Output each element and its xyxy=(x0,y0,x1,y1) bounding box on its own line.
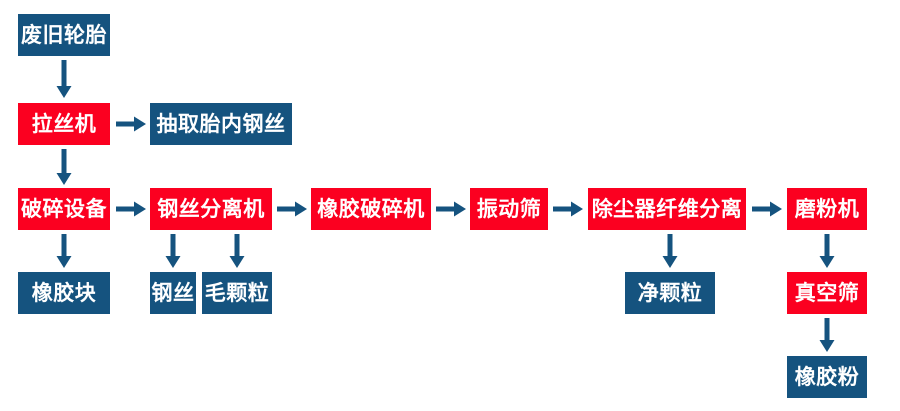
flow-node-n7[interactable]: 振动筛 xyxy=(470,188,548,230)
flow-node-label: 真空筛 xyxy=(794,280,860,305)
flow-node-label: 磨粉机 xyxy=(794,196,860,221)
flow-node-label: 橡胶粉 xyxy=(794,364,860,389)
arrow-down-icon xyxy=(227,234,247,268)
arrow-down-icon xyxy=(817,318,837,352)
arrow-down-icon xyxy=(163,234,183,268)
flow-node-n5[interactable]: 钢丝分离机 xyxy=(150,188,272,230)
flow-node-n10[interactable]: 橡胶块 xyxy=(18,272,110,314)
flow-node-label: 钢丝分离机 xyxy=(157,196,265,221)
arrow-right-icon xyxy=(116,114,146,134)
flow-node-n4[interactable]: 破碎设备 xyxy=(18,188,110,230)
flow-node-n1[interactable]: 废旧轮胎 xyxy=(18,14,110,56)
flow-node-n9[interactable]: 磨粉机 xyxy=(787,188,867,230)
arrow-right-icon xyxy=(752,199,782,219)
arrow-down-icon xyxy=(54,234,74,268)
arrow-down-icon xyxy=(660,234,680,268)
flow-node-label: 破碎设备 xyxy=(21,196,107,221)
flow-node-n15[interactable]: 橡胶粉 xyxy=(787,356,867,398)
flow-node-label: 振动筛 xyxy=(476,196,542,221)
flow-node-n11[interactable]: 钢丝 xyxy=(150,272,196,314)
flow-node-n13[interactable]: 净颗粒 xyxy=(625,272,715,314)
arrow-down-icon xyxy=(54,149,74,185)
arrow-down-icon xyxy=(817,234,837,268)
flow-node-n3[interactable]: 抽取胎内钢丝 xyxy=(150,103,292,145)
flow-node-n14[interactable]: 真空筛 xyxy=(787,272,867,314)
flow-node-label: 净颗粒 xyxy=(637,280,703,305)
flow-node-label: 钢丝 xyxy=(151,280,195,305)
flow-node-n2[interactable]: 拉丝机 xyxy=(18,103,110,145)
flow-node-n6[interactable]: 橡胶破碎机 xyxy=(311,188,431,230)
arrow-right-icon xyxy=(116,199,146,219)
arrow-down-icon xyxy=(54,60,74,98)
flow-node-label: 毛颗粒 xyxy=(204,280,270,305)
flow-node-label: 橡胶破碎机 xyxy=(317,196,425,221)
arrow-right-icon xyxy=(277,199,307,219)
flow-node-label: 橡胶块 xyxy=(31,280,97,305)
flow-node-n12[interactable]: 毛颗粒 xyxy=(202,272,272,314)
arrow-right-icon xyxy=(436,199,466,219)
arrow-right-icon xyxy=(553,199,583,219)
flow-node-label: 拉丝机 xyxy=(31,111,97,136)
flow-node-n8[interactable]: 除尘器纤维分离 xyxy=(588,188,746,230)
flow-node-label: 抽取胎内钢丝 xyxy=(156,111,286,136)
flow-node-label: 废旧轮胎 xyxy=(21,22,107,47)
flow-node-label: 除尘器纤维分离 xyxy=(591,196,743,221)
